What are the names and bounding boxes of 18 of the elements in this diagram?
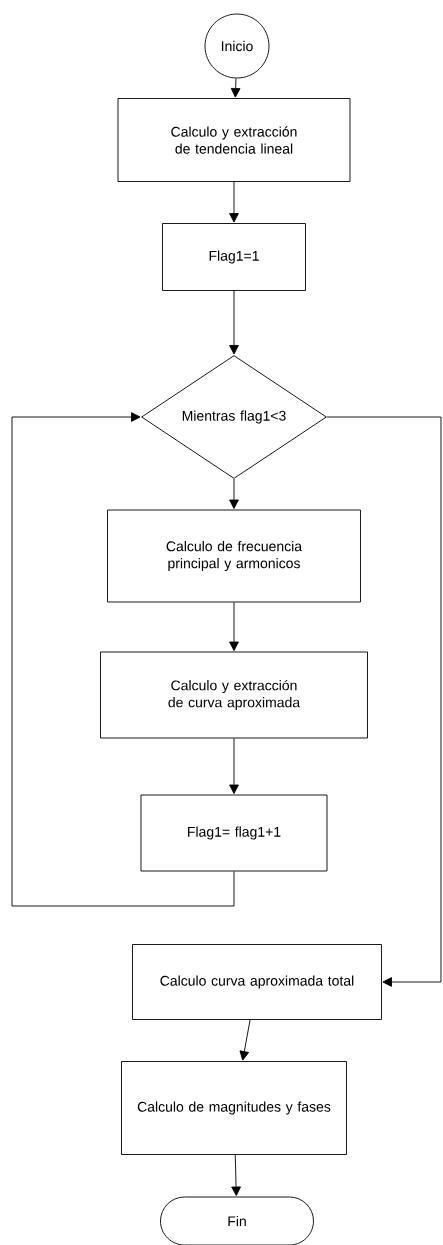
end-terminal: Fin: [160, 1196, 314, 1245]
arrow: [239, 1019, 251, 1061]
process-box: Calculo y extracción de tendencia lineal: [117, 98, 351, 182]
arrow: [230, 78, 241, 98]
arrow: [229, 738, 239, 794]
arrow: [229, 602, 239, 651]
arrow: [231, 1154, 241, 1196]
process-box: Calculo de magnitudes y fases: [121, 1061, 347, 1155]
arrow: [229, 290, 239, 355]
arrow: [229, 478, 239, 509]
process-box: Flag1= flag1+1: [140, 794, 328, 872]
process-box: Calculo curva aproximada total: [132, 944, 382, 1020]
arrow: [229, 181, 239, 223]
process-box: Calculo de frecuencia principal y armonicos: [107, 509, 361, 603]
process-box: Flag1=1: [162, 223, 306, 291]
process-box: Calculo y extracción de curva aproximada: [100, 651, 368, 739]
arrow: [11, 412, 235, 907]
arrow: [326, 416, 442, 987]
